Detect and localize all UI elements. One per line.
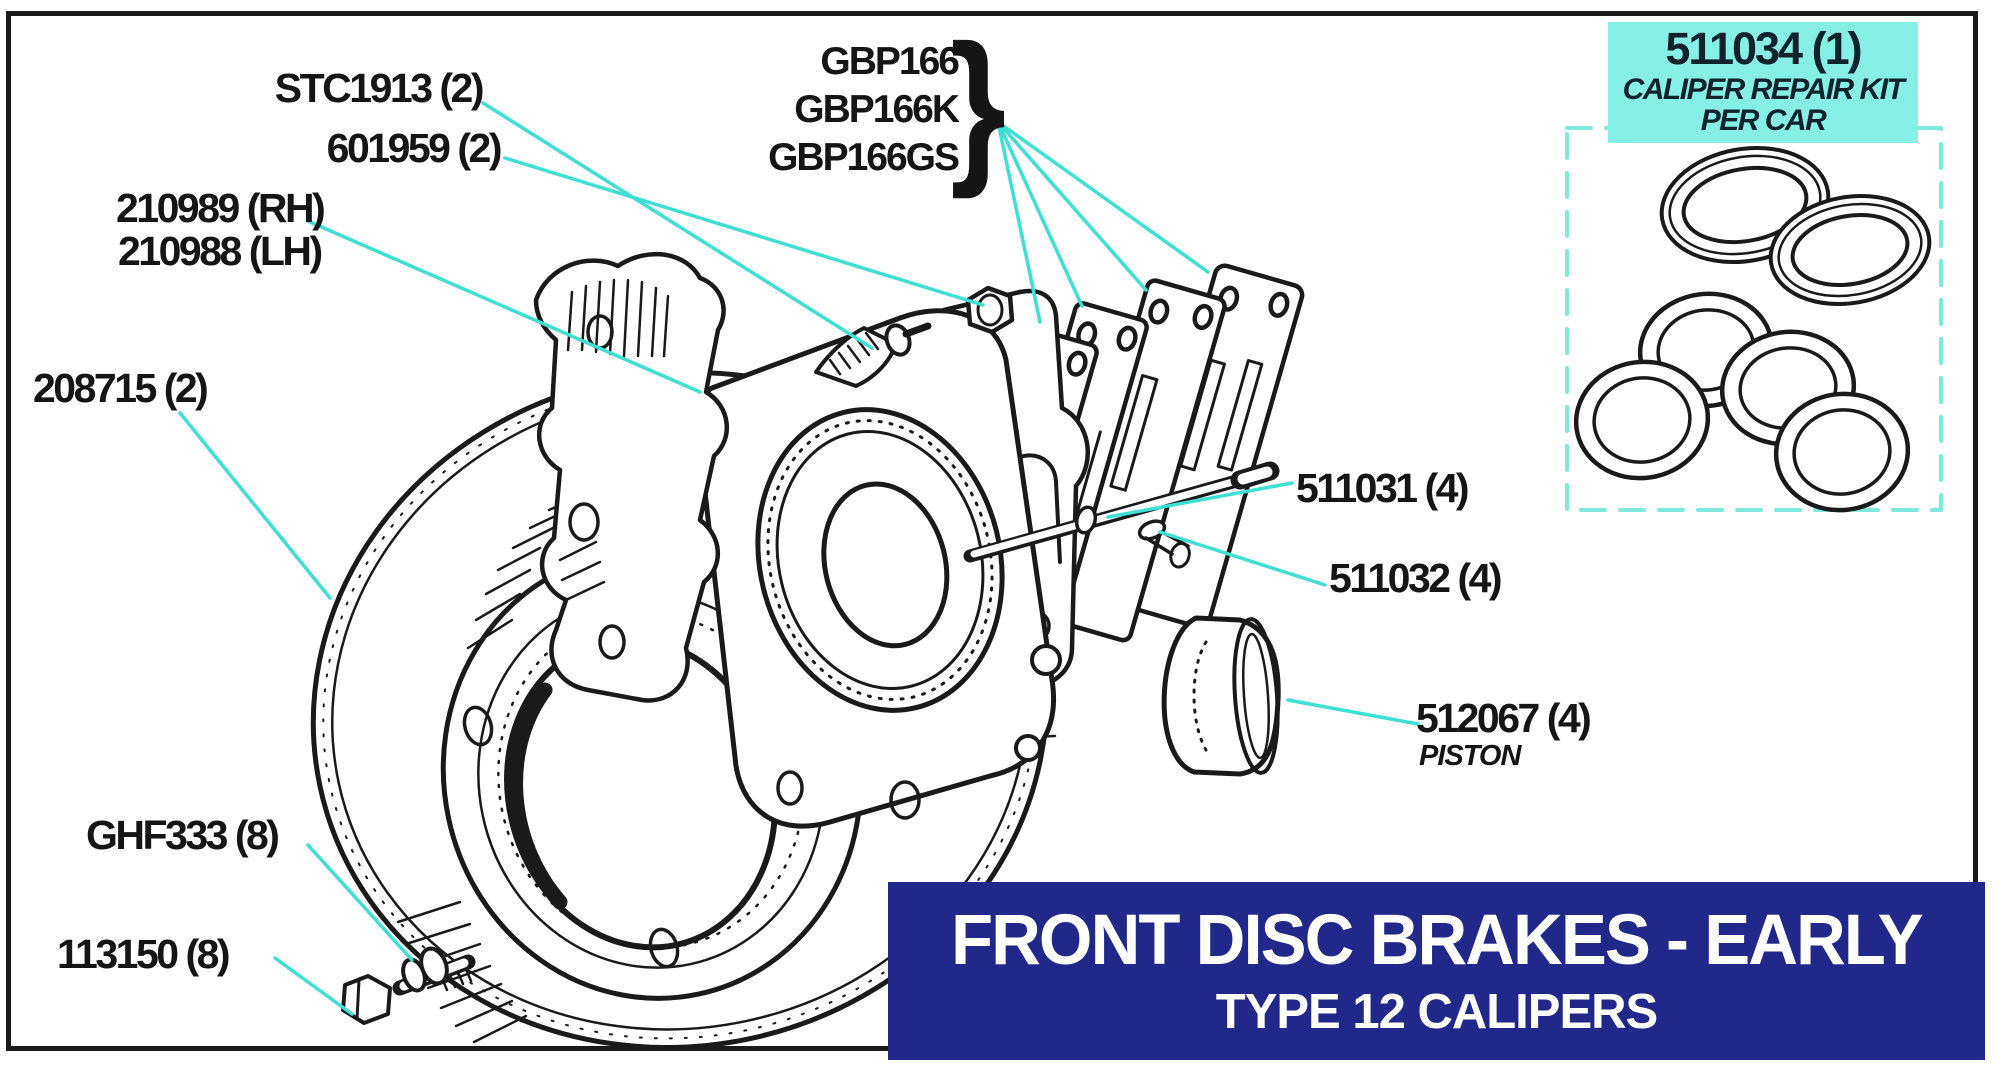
label-511031: 511031 (4) [1296, 465, 1470, 511]
leader-gbp-1 [996, 120, 1042, 324]
leader-208715 [178, 411, 332, 600]
title-banner: FRONT DISC BRAKES - EARLY TYPE 12 CALIPE… [888, 882, 1985, 1060]
banner-subtitle: TYPE 12 CALIPERS [1215, 985, 1658, 1039]
leader-stc1913 [481, 101, 874, 350]
square-section-seals [1659, 145, 1932, 307]
label-stc1913: STC1913 (2) [274, 65, 485, 111]
gbp-group-brace: } [950, 10, 1007, 200]
label-601959: 601959 (2) [326, 125, 503, 171]
caliper-body [694, 308, 1062, 829]
hub-hatch [466, 492, 587, 650]
leader-512067 [1286, 698, 1420, 726]
label-511032: 511032 (4) [1329, 555, 1503, 601]
repair-kit-line2: PER CAR [1700, 104, 1827, 137]
label-210988-lh: 210988 (LH) [118, 228, 323, 274]
pad-retaining-pin [963, 461, 1280, 563]
repair-kit-line1: CALIPER REPAIR KIT [1622, 73, 1905, 106]
mounting-bolt [341, 946, 476, 1025]
label-gbp166: GBP166 [820, 40, 960, 83]
bleed-screw [814, 322, 932, 388]
label-210989-rh: 210989 (RH) [116, 185, 326, 231]
label-piston: PISTON [1419, 740, 1521, 772]
o-ring-seals [1573, 291, 1911, 513]
piston [1161, 615, 1281, 777]
repair-kit-part-number: 511034 (1) [1665, 23, 1862, 74]
caliper-mounting-bracket [533, 251, 729, 703]
leader-511032 [1158, 530, 1327, 587]
label-113150: 113150 (8) [57, 931, 231, 977]
bleed-screw-cap [965, 285, 1015, 335]
repair-kit-box [1565, 126, 1943, 513]
leader-gbp-3 [996, 120, 1148, 292]
repair-kit-callout: 511034 (1) CALIPER REPAIR KIT PER CAR [1608, 22, 1918, 143]
label-gbp-group: GBP166 GBP166K GBP166GS [768, 38, 960, 182]
leader-210989 [308, 220, 702, 394]
leader-113150 [273, 956, 354, 1016]
leader-ghf333 [306, 843, 414, 962]
leader-511031 [1106, 481, 1294, 519]
label-gbp166gs: GBP166GS [768, 136, 960, 179]
label-512067: 512067 (4) [1416, 695, 1592, 741]
label-ghf333: GHF333 (8) [86, 812, 280, 858]
leader-gbp-2 [996, 120, 1084, 308]
label-gbp166k: GBP166K [794, 88, 960, 131]
leader-lines [178, 101, 1420, 1016]
leader-gbp-4 [996, 120, 1210, 274]
leader-601959 [503, 156, 985, 307]
label-208715: 208715 (2) [33, 365, 209, 411]
banner-title: FRONT DISC BRAKES - EARLY [951, 901, 1924, 980]
